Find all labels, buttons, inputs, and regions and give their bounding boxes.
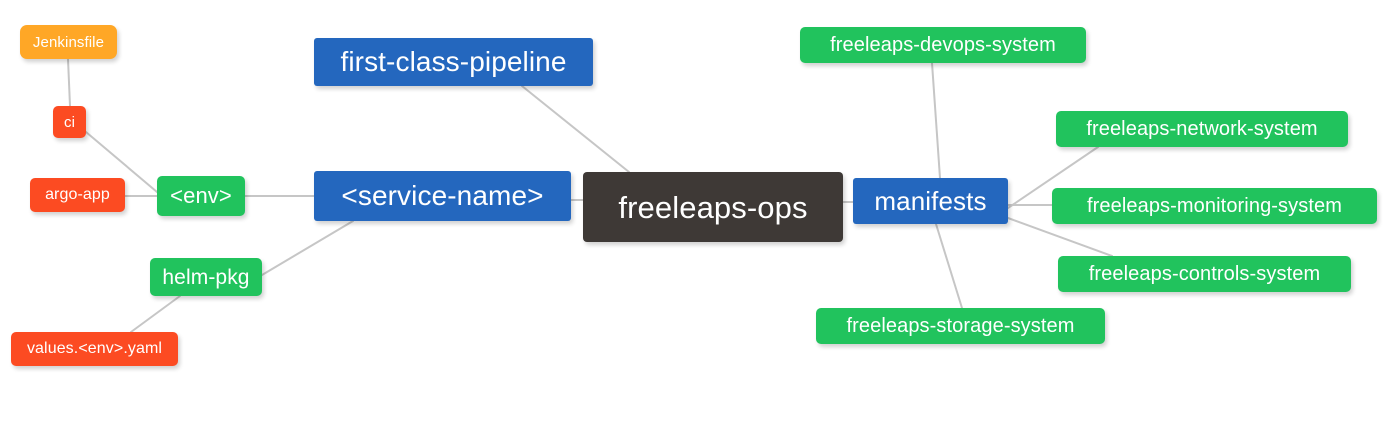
mindmap-node-jenkinsfile[interactable]: Jenkinsfile	[20, 25, 117, 59]
mindmap-node-env[interactable]: <env>	[157, 176, 245, 216]
mindmap-node-freeleaps-controls-system[interactable]: freeleaps-controls-system	[1058, 256, 1351, 292]
mindmap-node-service-name[interactable]: <service-name>	[314, 171, 571, 221]
edge-service-name-to-helm-pkg	[261, 220, 354, 276]
edge-jenkinsfile-to-ci	[67, 58, 71, 107]
mindmap-node-freeleaps-monitoring-system[interactable]: freeleaps-monitoring-system	[1052, 188, 1377, 224]
edge-helm-pkg-to-values-yaml	[130, 295, 181, 333]
mindmap-node-values-yaml[interactable]: values.<env>.yaml	[11, 332, 178, 366]
mindmap-node-freeleaps-ops[interactable]: freeleaps-ops	[583, 172, 843, 242]
mindmap-node-freeleaps-network-system[interactable]: freeleaps-network-system	[1056, 111, 1348, 147]
mindmap-node-manifests[interactable]: manifests	[853, 178, 1008, 224]
mindmap-node-freeleaps-devops-system[interactable]: freeleaps-devops-system	[800, 27, 1086, 63]
edge-first-class-pipeline-to-freeleaps-ops	[521, 85, 630, 173]
mindmap-node-first-class-pipeline[interactable]: first-class-pipeline	[314, 38, 593, 86]
edge-manifests-to-freeleaps-storage-system	[935, 223, 963, 309]
mindmap-node-ci[interactable]: ci	[53, 106, 86, 138]
mindmap-node-argo-app[interactable]: argo-app	[30, 178, 125, 212]
mindmap-node-helm-pkg[interactable]: helm-pkg	[150, 258, 262, 296]
mindmap-node-freeleaps-storage-system[interactable]: freeleaps-storage-system	[816, 308, 1105, 344]
edge-manifests-to-freeleaps-devops-system	[931, 62, 941, 179]
